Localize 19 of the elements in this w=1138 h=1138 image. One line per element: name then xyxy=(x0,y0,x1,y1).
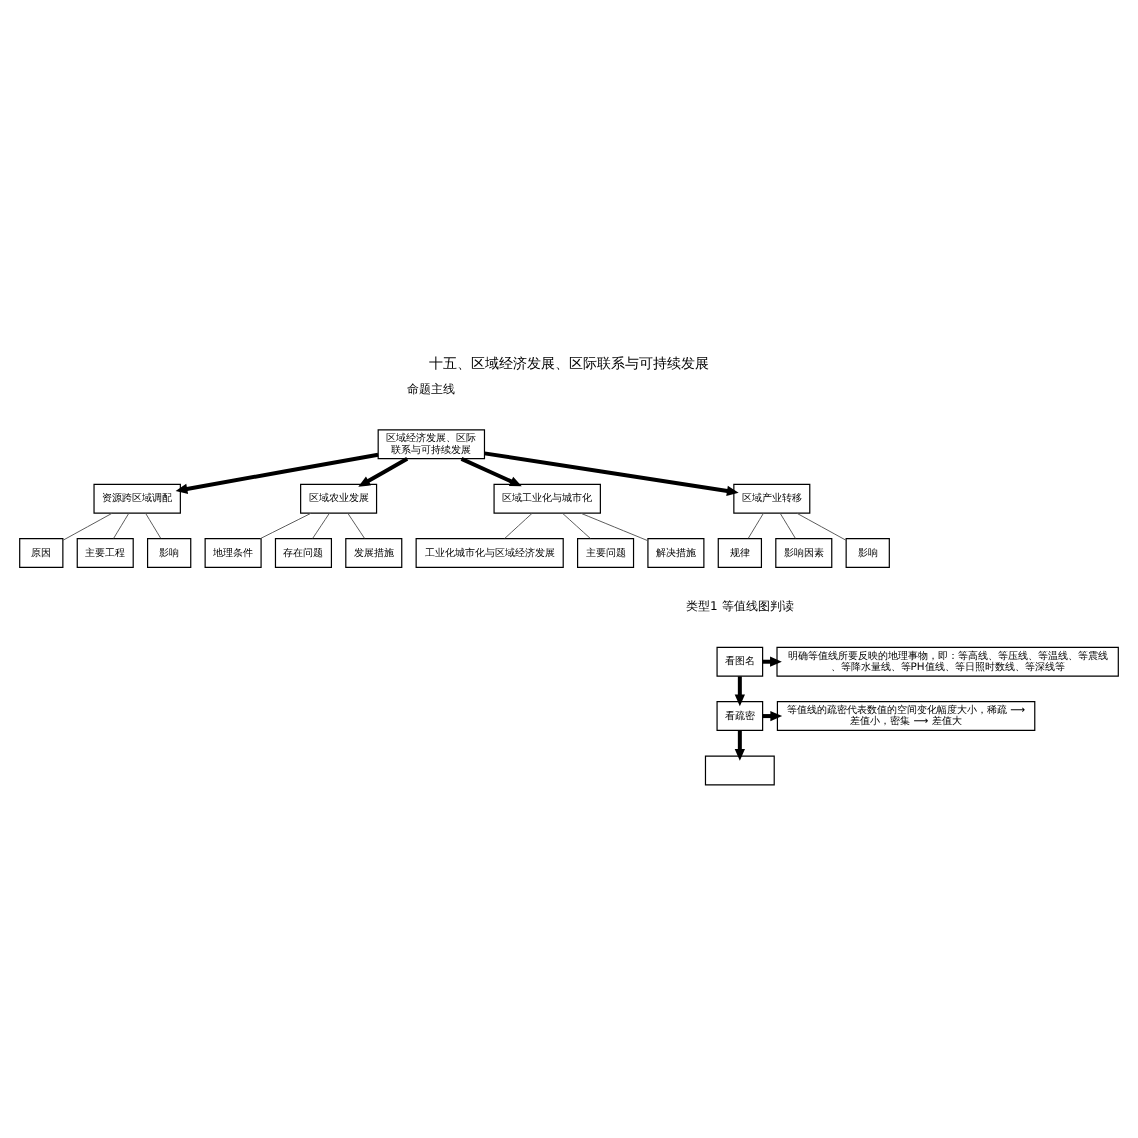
arrow xyxy=(484,451,739,497)
connector xyxy=(347,512,365,539)
arrow xyxy=(734,676,745,707)
connector xyxy=(504,512,533,539)
arrow xyxy=(358,457,409,487)
connector xyxy=(312,512,330,539)
connector xyxy=(113,512,130,539)
connector xyxy=(747,512,764,539)
connector xyxy=(62,512,113,541)
connector xyxy=(145,512,162,539)
connector xyxy=(779,512,796,539)
arrow xyxy=(460,457,522,487)
arrow xyxy=(734,730,745,761)
connector xyxy=(580,512,649,542)
connector xyxy=(796,512,847,541)
connector xyxy=(562,512,591,539)
node-box xyxy=(704,755,775,786)
connector xyxy=(259,512,312,540)
arrow xyxy=(175,452,379,494)
